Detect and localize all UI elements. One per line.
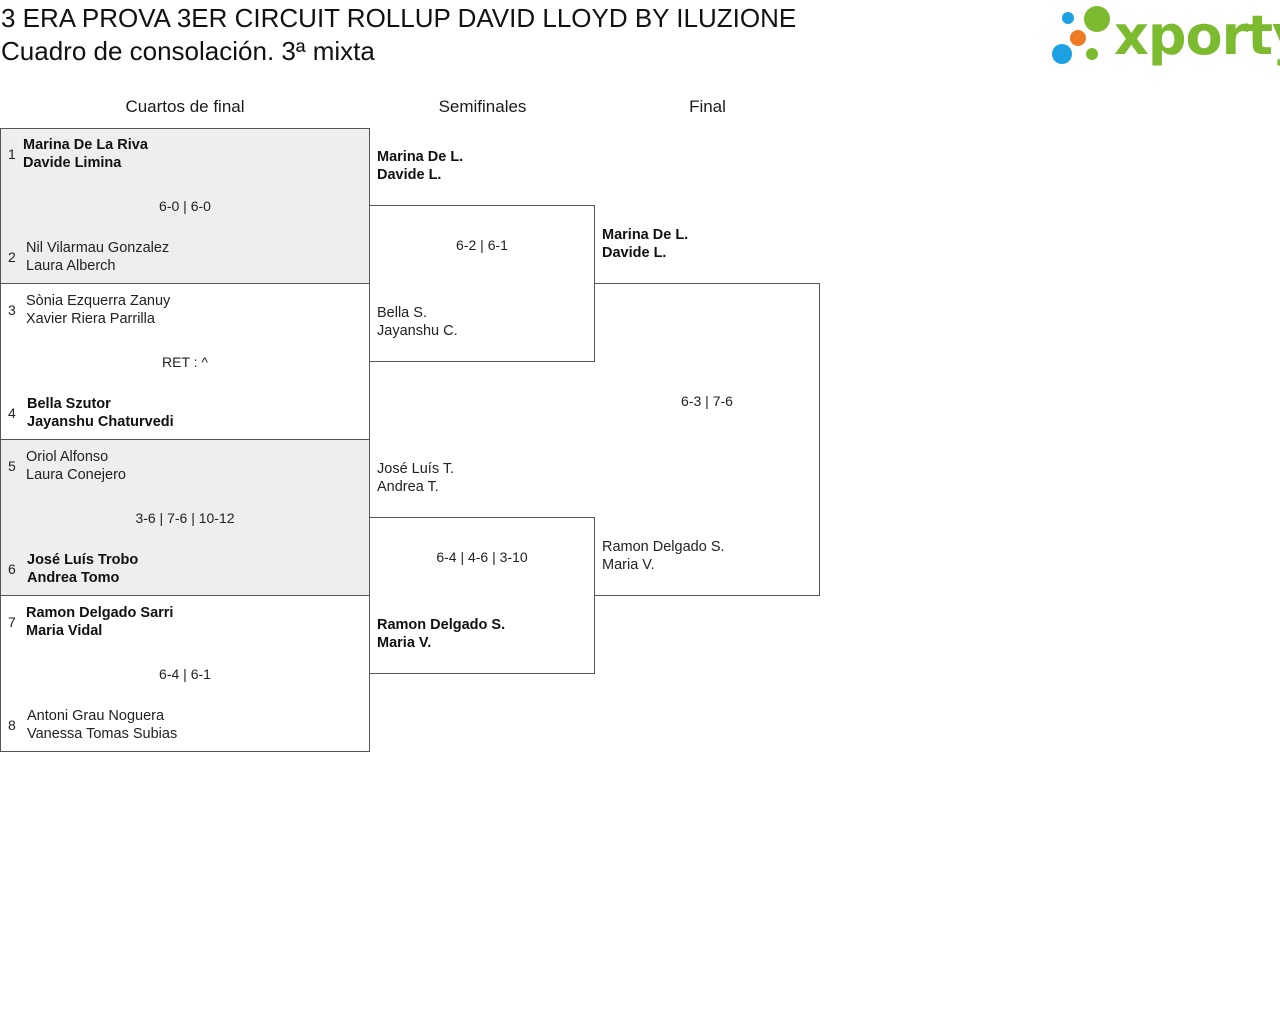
final-match[interactable] [594, 283, 820, 596]
match-score: 6-4 | 4-6 | 3-10 [436, 549, 528, 565]
player-name: Oriol Alfonso [26, 449, 109, 465]
player-name: José Luís T. [377, 461, 455, 477]
seed-number: 3 [8, 302, 16, 318]
player-name: Ramon Delgado Sarri [26, 605, 174, 621]
match-score: 6-4 | 6-1 [159, 666, 211, 682]
draw-subtitle: Cuadro de consolación. 3ª mixta [1, 36, 375, 66]
player-name: Marina De L. [377, 149, 464, 165]
player-name: José Luís Trobo [27, 552, 139, 568]
player-name: Laura Conejero [26, 467, 126, 483]
xporty-logo[interactable]: xporty [1050, 4, 1280, 68]
player-name: Maria Vidal [26, 623, 103, 639]
player-name: Bella S. [377, 305, 427, 321]
player-name: Jayanshu Chaturvedi [27, 414, 174, 430]
player-name: Andrea Tomo [27, 570, 120, 586]
player-name: Davide L. [377, 167, 442, 183]
player-name: Andrea T. [377, 479, 439, 495]
player-name: Marina De L. [602, 227, 689, 243]
player-name: Davide L. [602, 245, 667, 261]
round-header-semifinals: Semifinales [438, 97, 527, 116]
qf-match-1[interactable] [0, 128, 370, 284]
logo-wordmark: xporty [1114, 4, 1280, 67]
player-name: Ramon Delgado S. [602, 539, 725, 555]
player-name: Maria V. [602, 557, 655, 573]
seed-number: 7 [8, 614, 16, 630]
seed-number: 1 [8, 146, 16, 162]
match-score: 6-3 | 7-6 [681, 393, 733, 409]
player-name: Davide Limina [23, 155, 122, 171]
player-name: Ramon Delgado S. [377, 617, 506, 633]
player-name: Bella Szutor [27, 396, 111, 412]
round-header-quarterfinals: Cuartos de final [125, 97, 245, 116]
match-score: RET : ^ [162, 354, 208, 370]
match-score: 3-6 | 7-6 | 10-12 [135, 510, 235, 526]
player-name: Nil Vilarmau Gonzalez [26, 240, 170, 256]
seed-number: 4 [8, 405, 16, 421]
seed-number: 6 [8, 561, 16, 577]
logo-dot-orange [1070, 30, 1086, 46]
tournament-title: 3 ERA PROVA 3ER CIRCUIT ROLLUP DAVID LLO… [1, 3, 797, 33]
match-score: 6-0 | 6-0 [159, 198, 211, 214]
player-name: Laura Alberch [26, 258, 116, 274]
seed-number: 8 [8, 717, 16, 733]
qf-match-3[interactable] [0, 439, 370, 596]
seed-number: 5 [8, 458, 16, 474]
player-name: Xavier Riera Parrilla [26, 311, 155, 327]
seed-number: 2 [8, 249, 16, 265]
player-name: Vanessa Tomas Subias [27, 726, 178, 742]
round-header-final: Final [689, 97, 726, 116]
player-name: Sònia Ezquerra Zanuy [26, 293, 171, 309]
logo-dot-blue-large [1052, 44, 1072, 64]
logo-dot-green [1084, 6, 1110, 32]
match-score: 6-2 | 6-1 [456, 237, 508, 253]
player-name: Jayanshu C. [377, 323, 458, 339]
player-name: Marina De La Riva [23, 137, 148, 153]
logo-dot-green-small [1086, 48, 1098, 60]
player-name: Maria V. [377, 635, 432, 651]
logo-dot-blue [1062, 12, 1074, 24]
player-name: Antoni Grau Noguera [27, 708, 165, 724]
